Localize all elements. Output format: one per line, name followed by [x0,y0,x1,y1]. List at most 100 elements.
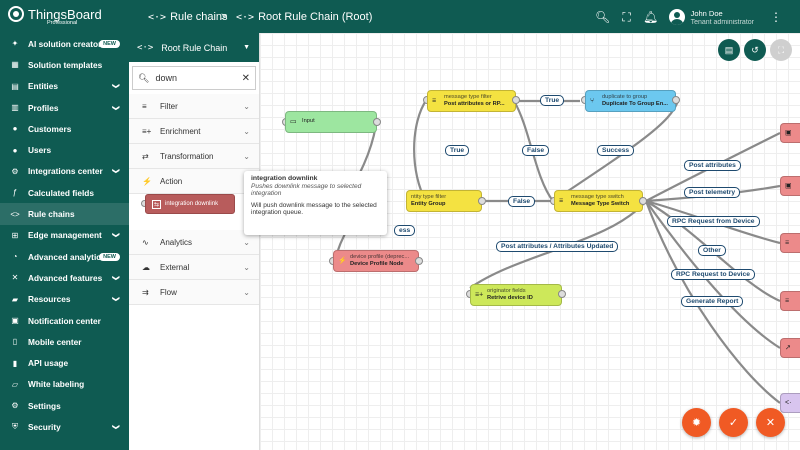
sidebar-item-resources[interactable]: ▰Resources❯ [0,289,129,310]
link-label-rpc-to-device[interactable]: RPC Request to Device [671,269,755,280]
rule-chain-details-icon[interactable]: ▤ [718,39,740,61]
node-tooltip: integration downlink Pushes downlink mes… [244,171,387,235]
sidebar-item-label: Rule chains [28,209,75,220]
library-category-external[interactable]: ☁External⌄ [129,255,259,280]
node-device-profile[interactable]: ⚡ device profile (deprec... Device Profi… [333,250,419,272]
apply-changes-button[interactable]: ✓ [719,408,748,437]
library-category-filter[interactable]: ≡Filter⌄ [129,94,259,119]
link-label-attributes-updated[interactable]: Post attributes / Attributes Updated [496,241,619,252]
sidebar-item-advanced-features[interactable]: ✕Advanced features❯ [0,267,129,288]
sidebar-item-icon: ✕ [11,273,19,283]
link-label-true[interactable]: True [540,95,565,106]
node-rpc-from-device[interactable]: ≡ [780,233,800,253]
link-label-generate-report[interactable]: Generate Report [681,296,744,307]
more-vert-icon[interactable]: ⋮ [770,10,782,24]
link-label-success[interactable]: Success [597,145,635,156]
debug-button[interactable]: ✹ [682,408,711,437]
rule-chain-canvas[interactable]: ▭ Input ≡ message type filter Post attri… [260,33,800,450]
node-save-attributes[interactable]: ▣ [780,123,800,143]
category-icon: ☁ [142,262,150,272]
sidebar-item-settings[interactable]: ⚙Settings [0,395,129,416]
node-type: message type switch [571,194,624,200]
category-label: Analytics [160,237,193,247]
link-label-rpc-from-device[interactable]: RPC Request from Device [667,216,760,227]
node-output-port [415,257,423,265]
sidebar-item-white-labeling[interactable]: ▱White labeling [0,374,129,395]
user-role: Tenant administrator [690,18,754,26]
node-save-timeseries[interactable]: ▣ [780,176,800,196]
sidebar-item-mobile-center[interactable]: ▯Mobile center [0,331,129,352]
library-category-flow[interactable]: ⇉Flow⌄ [129,280,259,305]
arrow-icon: ↗ [785,344,791,352]
sidebar-item-profiles[interactable]: ▥Profiles❯ [0,97,129,118]
link-label-other[interactable]: Other [698,245,726,256]
logo[interactable]: ThingsBoard [8,6,102,22]
node-duplicate-to-group[interactable]: ⑂ duplicate to group Duplicate To Group … [585,90,676,112]
sidebar-item-icon: ⊞ [11,230,19,240]
category-icon: ≡+ [142,126,152,136]
node-generate-report[interactable]: <· [780,393,800,413]
node-input[interactable]: ▭ Input [285,111,377,133]
library-category-transformation[interactable]: ⇄Transformation⌄ [129,144,259,169]
breadcrumb-root-chain: <·> Root Rule Chain (Root) [236,11,372,23]
sidebar-item-api-usage[interactable]: ▮API usage [0,352,129,373]
node-library-panel: <·> Root Rule Chain ▼ 🔍︎ down ✕ ≡Filter⌄… [129,33,260,450]
top-bar: ThingsBoard Professional <·> Rule chains… [0,0,800,33]
node-name: Message Type Switch [571,201,630,207]
sidebar-item-icon: ⛨ [12,421,18,431]
sidebar-item-customers[interactable]: ●Customers [0,118,129,139]
bolt-icon: ⚡ [338,257,347,265]
save-icon: ▣ [785,129,792,137]
sidebar-item-rule-chains[interactable]: <>Rule chains [0,203,129,225]
library-category-analytics[interactable]: ∿Analytics⌄ [129,230,259,255]
node-message-type-switch[interactable]: ≡ message type switch Message Type Switc… [554,190,643,212]
library-category-action[interactable]: ⚡Action⌄ [129,169,259,194]
node-message-type-filter[interactable]: ≡ message type filter Post attributes or… [427,90,516,112]
revert-changes-button[interactable]: ✕ [756,408,785,437]
sidebar-item-label: AI solution creator [28,38,102,49]
node-search-field[interactable]: 🔍︎ down ✕ [132,66,256,90]
link-label-post-attributes[interactable]: Post attributes [684,160,741,171]
notifications-icon[interactable]: 🔔︎ [642,10,659,24]
chevron-down-icon: ⌄ [243,262,250,272]
sidebar-item-integrations-center[interactable]: ⚙Integrations center❯ [0,161,129,182]
sidebar-item-security[interactable]: ⛨Security❯ [0,416,129,437]
user-menu[interactable]: John Doe Tenant administrator [668,9,754,26]
fullscreen-icon[interactable]: ⛶ [770,39,792,61]
node-log-other[interactable]: ≡ [780,291,800,311]
category-label: Flow [160,287,177,297]
link-label-true[interactable]: True [445,145,470,156]
node-rpc-to-device[interactable]: ↗ [780,338,800,358]
search-input[interactable]: down [155,73,177,83]
breadcrumb-rule-chains[interactable]: <·> Rule chains [148,11,228,23]
search-icon[interactable]: 🔍︎ [594,10,611,24]
rule-chain-selector[interactable]: <·> Root Rule Chain ▼ [129,33,259,62]
clear-icon[interactable]: ✕ [241,72,250,84]
sidebar-item-users[interactable]: ●Users [0,139,129,160]
sidebar-item-icon: ▤ [11,81,19,91]
sidebar-item-edge-management[interactable]: ⊞Edge management❯ [0,225,129,246]
category-icon: ⚡ [142,176,152,186]
link-label-post-telemetry[interactable]: Post telemetry [684,187,741,198]
library-node-integration-downlink[interactable]: ⇆ integration downlink [145,194,235,214]
fullscreen-icon[interactable]: ⛶ [622,9,631,24]
node-type: device profile (deprec... [350,254,410,260]
sidebar-item-label: Solution templates [28,59,103,70]
sidebar-item-entities[interactable]: ▤Entities❯ [0,76,129,97]
library-category-enrichment[interactable]: ≡+Enrichment⌄ [129,119,259,144]
sidebar-item-icon: ◔ [12,252,18,262]
category-icon: ⇄ [142,151,149,161]
sidebar-item-notification-center[interactable]: ▣Notification center [0,310,129,331]
sidebar-item-solution-templates[interactable]: ▦ Solution templates [0,54,129,75]
sidebar-item-icon: ▦ [11,60,19,70]
link-label-false[interactable]: False [522,145,550,156]
node-entity-type-filter[interactable]: ntity type filter Entity Group [406,190,482,212]
link-label-false[interactable]: False [508,196,536,207]
history-icon[interactable]: ↺ [744,39,766,61]
node-originator-fields[interactable]: ≡+ originator fields Retrive device ID [470,284,562,306]
sidebar-item-icon: ● [12,145,18,155]
link-label-success-partial[interactable]: ess [394,225,416,236]
